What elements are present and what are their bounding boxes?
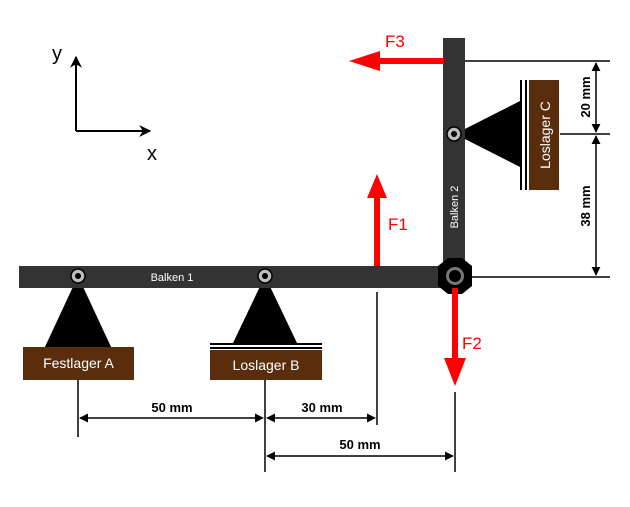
pin-c [446,126,462,142]
force-f2-shaft [452,288,458,360]
support-c: Loslager C [455,80,559,190]
force-f2-head [444,358,466,386]
dimension-b-to-f1-text: 30 mm [301,400,342,415]
support-a-label: Festlager A [43,355,114,371]
beam-2-body [443,38,465,288]
force-f3-shaft [378,58,444,64]
pin-b [257,268,273,284]
force-f1-head [367,174,387,198]
force-f3-label: F3 [385,32,405,51]
pin-a [70,268,86,284]
force-f3: F3 [349,32,444,71]
support-c-base [529,80,559,190]
force-f1: F1 [367,174,408,266]
support-c-label: Loslager C [537,101,553,169]
corner-joint [438,258,472,294]
dimension-a-to-b: 50 mm [79,400,264,423]
beam-1-label: Balken 1 [151,272,194,284]
dimension-a-to-b-text: 50 mm [151,400,192,415]
beam-2: Balken 2 [443,38,465,288]
support-b-label: Loslager B [233,357,300,373]
support-b-base [210,350,322,380]
dimension-b-to-f2-text: 50 mm [339,437,380,452]
force-f1-label: F1 [388,215,408,234]
support-a: Festlager A [23,276,134,380]
force-f2: F2 [444,288,482,386]
support-a-base [23,347,134,380]
dimension-c-top-text: 20 mm [578,76,593,117]
force-f3-head [349,51,380,71]
beam-1: Balken 1 [19,266,457,288]
y-axis-label: y [52,43,62,65]
beam-1-body [19,266,457,288]
beam-2-label: Balken 2 [449,186,461,229]
support-c-triangle [455,101,520,167]
dimension-c-top: 20 mm [578,62,601,133]
force-f2-label: F2 [462,334,482,353]
support-b: Loslager B [210,276,322,380]
coordinate-axes: y x [52,43,157,165]
dimension-c-bottom: 38 mm [578,135,601,276]
dimension-b-to-f1: 30 mm [266,400,376,423]
reference-lines [77,60,610,472]
dimension-c-bottom-text: 38 mm [578,185,593,226]
x-axis-label: x [147,143,157,165]
support-b-triangle [233,276,297,343]
dimension-b-to-f2: 50 mm [266,437,454,461]
force-f1-shaft [374,196,380,266]
support-a-triangle [44,276,112,349]
